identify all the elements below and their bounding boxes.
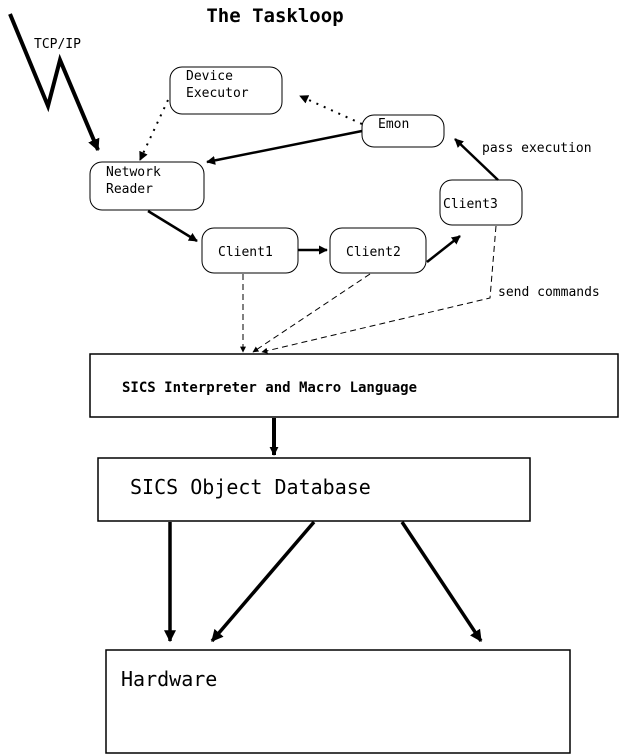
tcpip-label: TCP/IP <box>34 37 81 52</box>
node-client3: Client3 <box>439 179 523 226</box>
arrow-client2-to-client3 <box>426 235 461 263</box>
node-network-reader: Network Reader <box>89 161 205 211</box>
object-database-label: SICS Object Database <box>130 475 371 499</box>
box-interpreter: SICS Interpreter and Macro Language <box>89 353 619 418</box>
client1-label: Client1 <box>218 245 273 260</box>
arrow-device-executor-to-network-reader <box>139 99 169 161</box>
node-client1: Client1 <box>201 227 299 274</box>
tcpip-lightning-arrow <box>8 13 100 152</box>
emon-label: Emon <box>378 117 409 132</box>
pass-execution-label: pass execution <box>482 141 592 156</box>
arrow-database-to-hardware-middle <box>210 520 316 643</box>
arrow-client3-commands <box>261 225 497 354</box>
client3-label: Client3 <box>443 197 498 212</box>
box-object-database: SICS Object Database <box>97 457 531 522</box>
device-executor-line2: Executor <box>186 86 249 101</box>
arrow-emon-to-network-reader <box>206 129 363 165</box>
interpreter-label: SICS Interpreter and Macro Language <box>122 380 417 396</box>
network-reader-line2: Reader <box>106 182 153 197</box>
hardware-label: Hardware <box>121 667 217 691</box>
send-commands-label: send commands <box>498 285 600 300</box>
network-reader-line1: Network <box>106 165 161 180</box>
arrow-database-to-hardware-right <box>400 521 483 642</box>
arrow-client3-to-emon <box>454 138 499 181</box>
diagram-title: The Taskloop <box>206 5 343 27</box>
arrow-client2-commands <box>252 273 371 353</box>
device-executor-line1: Device <box>186 69 233 84</box>
node-client2: Client2 <box>329 227 427 274</box>
arrow-emon-to-device-executor <box>299 95 363 125</box>
node-device-executor: Device Executor <box>169 66 283 115</box>
arrow-network-reader-to-client1 <box>147 209 198 243</box>
node-emon: Emon <box>361 114 445 148</box>
box-hardware: Hardware <box>105 649 571 754</box>
client2-label: Client2 <box>346 245 401 260</box>
